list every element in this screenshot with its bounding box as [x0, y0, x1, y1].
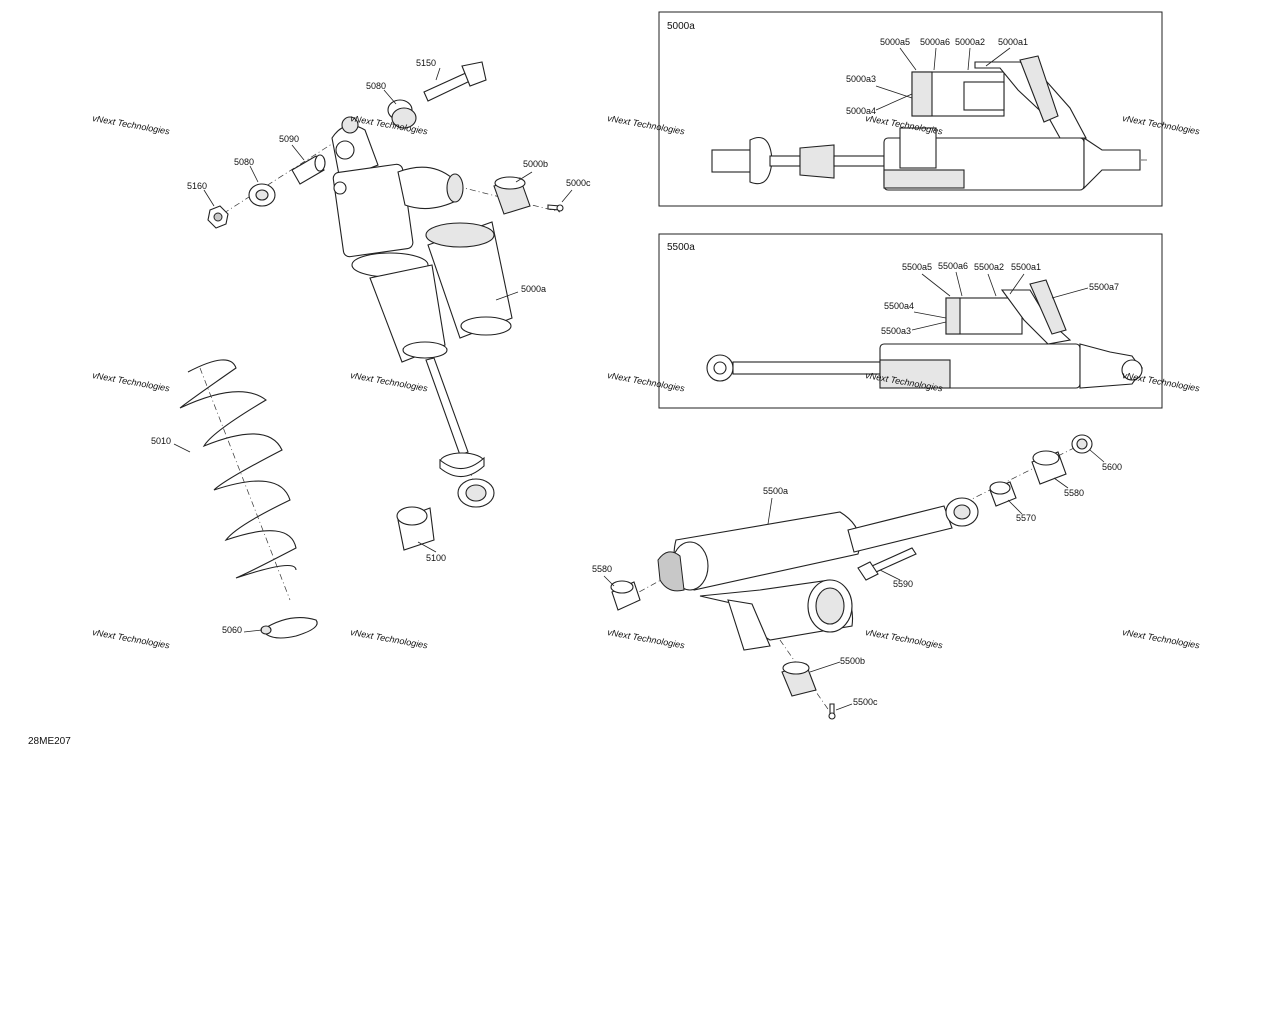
- callout-5080-left: 5080: [234, 157, 254, 167]
- watermark: vNext Technologies: [1122, 370, 1201, 394]
- callout-5500a: 5500a: [763, 486, 788, 496]
- bushing-5080-left[interactable]: [248, 183, 276, 207]
- knob-5500b[interactable]: [781, 661, 817, 697]
- nut-5160[interactable]: [207, 205, 229, 229]
- spacer-5090[interactable]: [291, 154, 326, 185]
- callout-5000a3: 5000a3: [846, 74, 876, 84]
- callout-5500a4: 5500a4: [884, 301, 914, 311]
- inset-5500a: 5500a: [658, 233, 1163, 409]
- spacer-5580-right[interactable]: [1031, 450, 1067, 485]
- callout-5150: 5150: [416, 58, 436, 68]
- diagram-code: 28ME207: [28, 736, 71, 747]
- callout-5000a5: 5000a5: [880, 37, 910, 47]
- watermark: vNext Technologies: [92, 627, 171, 651]
- bolt-5590[interactable]: [857, 547, 917, 581]
- rear-shock-labels: 5500a 5580 5590 5570 5580 5600 5500b 550…: [592, 449, 1122, 711]
- front-shock-labels: 5150 5080 5090 5080 5160 5000b 5000c 500…: [151, 58, 591, 635]
- watermark: vNext Technologies: [607, 627, 686, 651]
- watermark: vNext Technologies: [865, 627, 944, 651]
- spacer-5580-left[interactable]: [610, 580, 641, 611]
- watermark: vNext Technologies: [350, 370, 429, 394]
- spring-5010[interactable]: [179, 359, 297, 601]
- watermark: vNext Technologies: [92, 370, 171, 394]
- callout-5000a: 5000a: [521, 284, 546, 294]
- shock-shaft[interactable]: [425, 357, 485, 478]
- callout-5000a6: 5000a6: [920, 37, 950, 47]
- watermark: vNext Technologies: [350, 627, 429, 651]
- screw-5500c[interactable]: [828, 703, 836, 720]
- callout-5000c: 5000c: [566, 178, 591, 188]
- callout-5060: 5060: [222, 625, 242, 635]
- callout-5500b: 5500b: [840, 656, 865, 666]
- clip-5060[interactable]: [260, 617, 318, 639]
- callout-5600: 5600: [1102, 462, 1122, 472]
- callout-5590: 5590: [893, 579, 913, 589]
- callout-5500a1: 5500a1: [1011, 262, 1041, 272]
- callout-5500a7: 5500a7: [1089, 282, 1119, 292]
- front-shock-assembly: [179, 61, 564, 639]
- callout-5500a2: 5500a2: [974, 262, 1004, 272]
- callout-5580-right: 5580: [1064, 488, 1084, 498]
- callout-5500a6: 5500a6: [938, 261, 968, 271]
- shock-body-5000a[interactable]: [331, 116, 513, 363]
- inset-5500a-labels: 5500a5 5500a6 5500a2 5500a1 5500a7 5500a…: [881, 261, 1119, 336]
- callout-5090: 5090: [279, 134, 299, 144]
- callout-5000b: 5000b: [523, 159, 548, 169]
- callout-5000a2: 5000a2: [955, 37, 985, 47]
- callout-5580-left: 5580: [592, 564, 612, 574]
- callout-5500a3: 5500a3: [881, 326, 911, 336]
- callout-5160: 5160: [187, 181, 207, 191]
- watermark: vNext Technologies: [607, 113, 686, 137]
- callout-5100: 5100: [426, 553, 446, 563]
- inset-5500a-title: 5500a: [667, 242, 695, 253]
- screw-5000c[interactable]: [547, 204, 564, 212]
- callout-5570: 5570: [1016, 513, 1036, 523]
- rear-shock-assembly: [610, 434, 1093, 720]
- watermark: vNext Technologies: [92, 113, 171, 137]
- bushing-5100[interactable]: [396, 478, 495, 551]
- callout-5080-top: 5080: [366, 81, 386, 91]
- watermark: vNext Technologies: [607, 370, 686, 394]
- callout-5500c: 5500c: [853, 697, 878, 707]
- callout-5010: 5010: [151, 436, 171, 446]
- bushing-5080-top[interactable]: [387, 99, 417, 129]
- inset-5000a-labels: 5000a5 5000a6 5000a2 5000a1 5000a3 5000a…: [846, 37, 1028, 116]
- bolt-5150[interactable]: [423, 61, 487, 102]
- watermark: vNext Technologies: [1122, 113, 1201, 137]
- spacer-5570[interactable]: [989, 481, 1017, 507]
- shock-body-5500a[interactable]: [657, 497, 979, 651]
- inset-5000a: 5000a: [658, 11, 1163, 207]
- callout-5000a1: 5000a1: [998, 37, 1028, 47]
- callout-5000a4: 5000a4: [846, 106, 876, 116]
- inset-5000a-title: 5000a: [667, 21, 695, 32]
- watermark: vNext Technologies: [1122, 627, 1201, 651]
- knob-5000b[interactable]: [493, 176, 531, 215]
- callout-5500a5: 5500a5: [902, 262, 932, 272]
- bushing-5600[interactable]: [1071, 434, 1093, 454]
